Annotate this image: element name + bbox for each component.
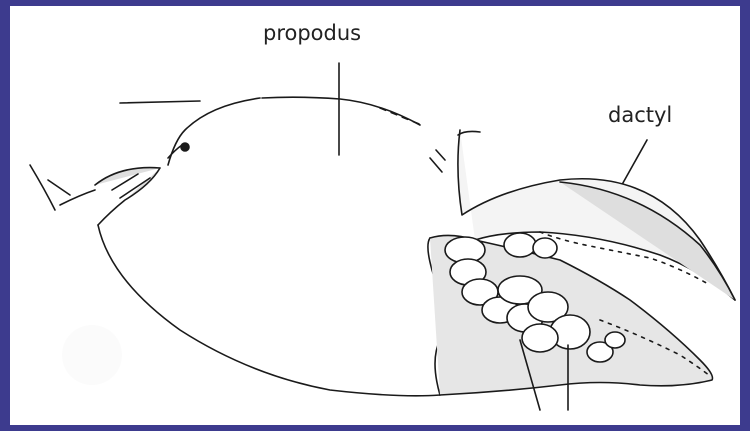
propodus-top-outline: [168, 98, 260, 165]
propodus-leader-horizontal: [262, 97, 420, 125]
carpus-plate: [95, 168, 160, 225]
hinge-line-left: [120, 101, 200, 103]
propodus-dashed-edge: [380, 108, 424, 126]
label-propodus: propodus: [263, 21, 361, 45]
label-dactyl: dactyl: [608, 103, 672, 127]
joint-dot: [181, 143, 189, 151]
hinge-spur: [430, 150, 445, 172]
background-spot: [62, 325, 122, 385]
propodus-bottom-outline: [98, 225, 440, 396]
dactyl-hinge-cap: [458, 131, 480, 135]
carpus-joint: [30, 165, 95, 210]
